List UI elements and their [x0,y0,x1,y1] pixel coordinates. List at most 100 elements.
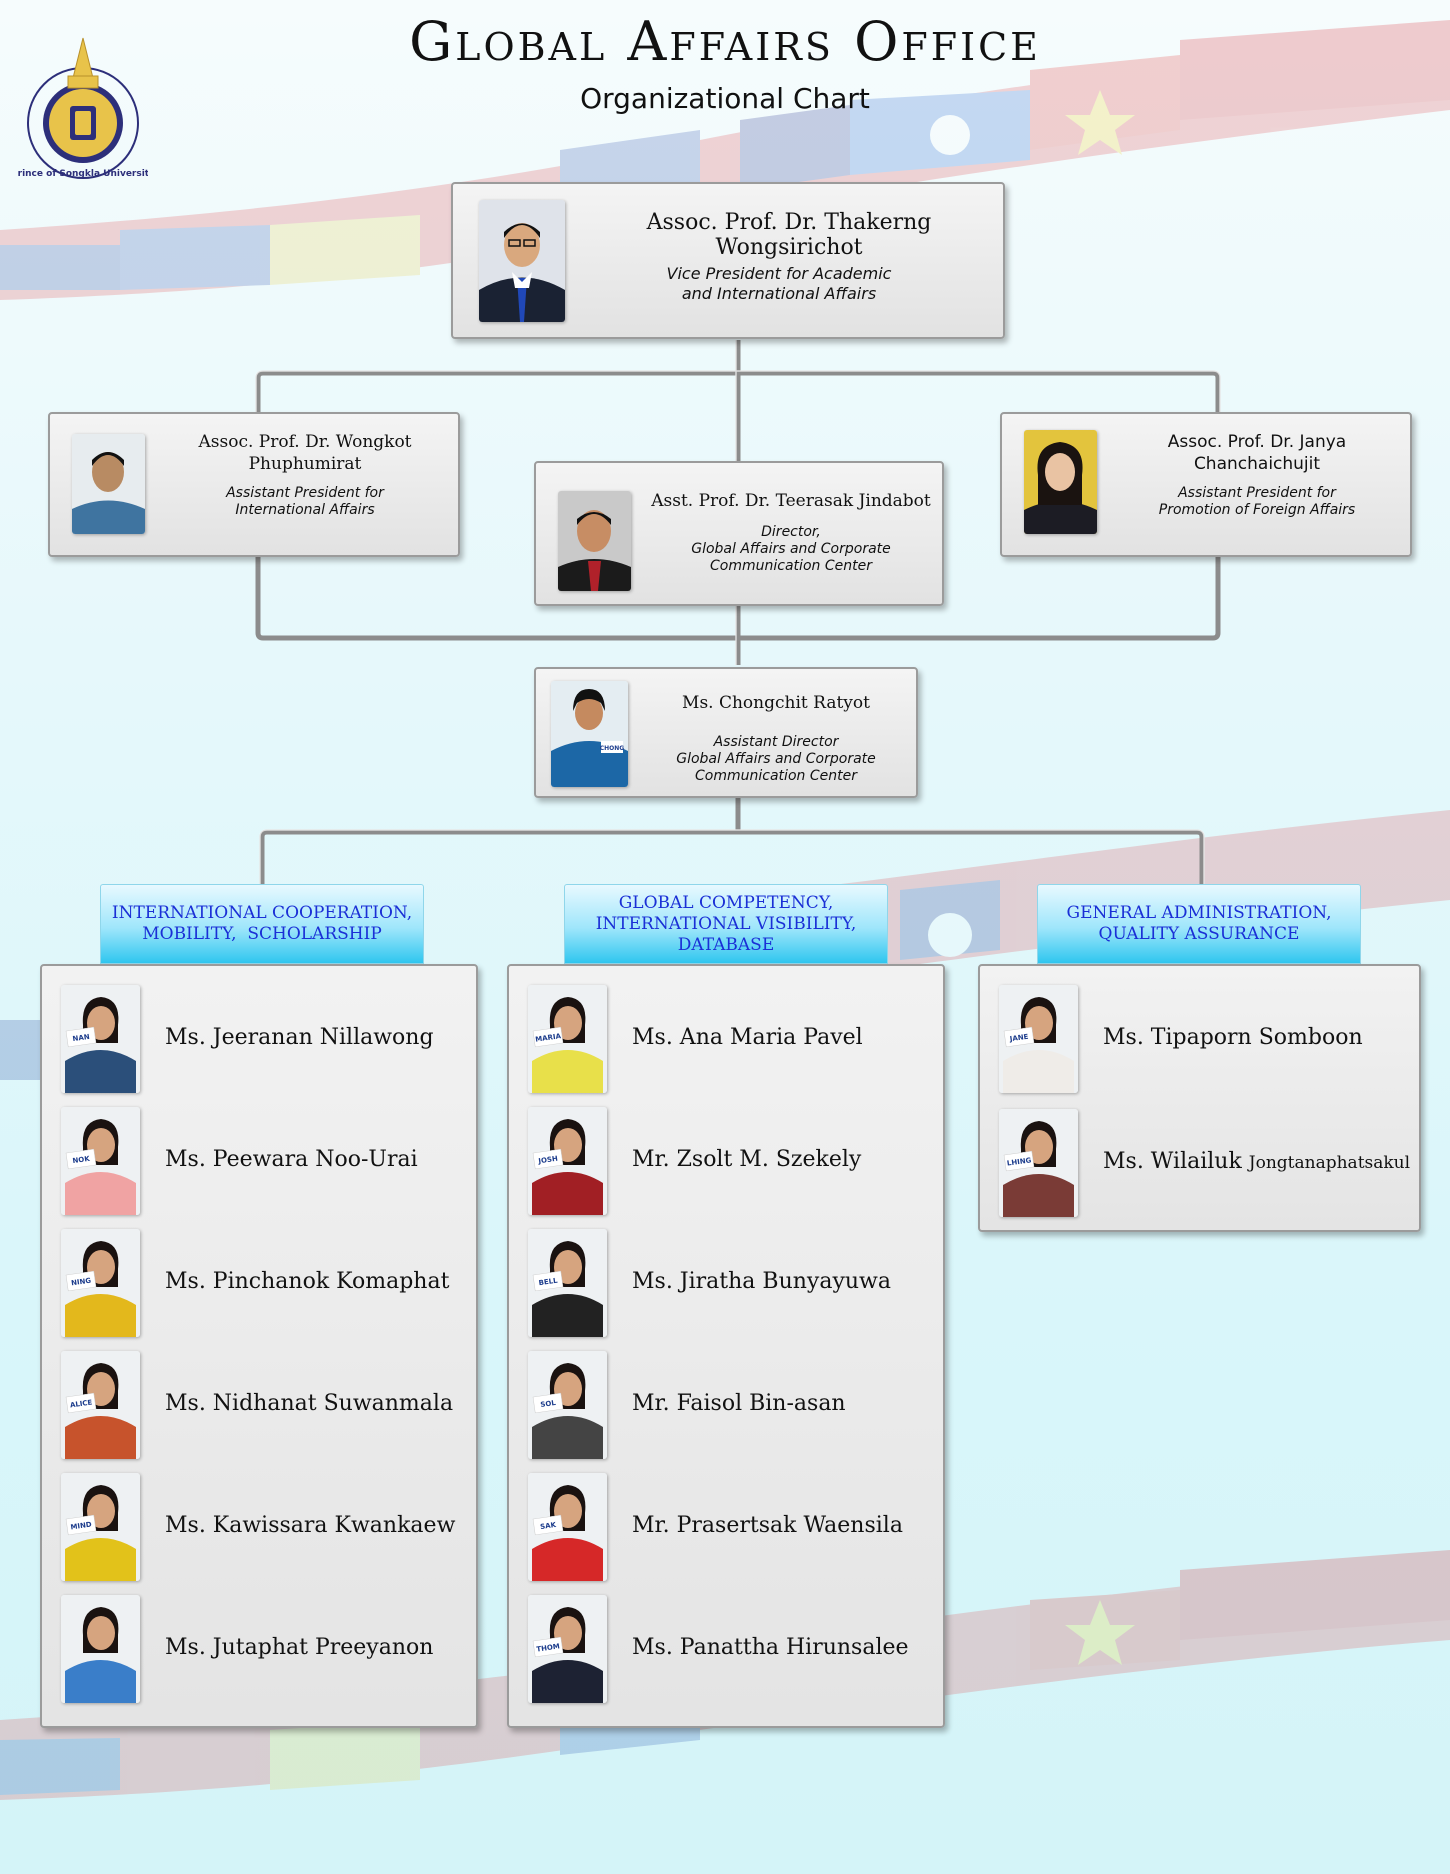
man-in-suit-icon [479,200,565,322]
staff-photo: THOM [528,1595,607,1703]
department-header-global-competency: GLOBAL COMPETENCY, INTERNATIONAL VISIBIL… [564,884,888,964]
director-role-3: Communication Center [710,558,872,574]
staff-name: Ms. Jiratha Bunyayuwa [632,1269,892,1294]
staff-name: Ms. Pinchanok Komaphat [165,1269,450,1294]
staff-portrait-icon: NAN [61,985,140,1093]
department-2-title-3: DATABASE [677,934,775,955]
staff-name: Ms. Nidhanat Suwanmala [165,1391,454,1416]
department-1-title-2: MOBILITY, SCHOLARSHIP [142,924,382,944]
staff-name: Mr. Faisol Bin-asan [632,1391,846,1416]
staff-photo: MARIA [528,985,607,1093]
staff-name: Ms. Wilailuk Jongtanaphatsakul [1103,1149,1410,1174]
staff-photo: JOSH [528,1107,607,1215]
staff-nametag: NING [71,1277,92,1288]
staff-portrait-icon: MARIA [528,985,607,1093]
assistant-president-card-right: Assoc. Prof. Dr. Janya Chanchaichujit As… [1000,412,1412,557]
assistant-president-left-photo [72,434,145,534]
staff-name-main: Ms. Wilailuk [1103,1149,1249,1174]
assistant-president-card-left: Assoc. Prof. Dr. Wongkot Phuphumirat Ass… [48,412,460,557]
assistant-president-right-name-1: Assoc. Prof. Dr. Janya [1167,432,1347,452]
staff-photo: SOL [528,1351,607,1459]
woman-with-nametag-icon: CHONG [551,681,628,787]
director-name: Asst. Prof. Dr. Teerasak Jindabot [651,491,931,511]
department-2-title-2: INTERNATIONAL VISIBILITY, [595,913,857,934]
assistant-president-right-role-1: Assistant President for [1178,485,1336,501]
staff-name: Mr. Prasertsak Waensila [632,1513,903,1538]
assistant-president-left-role-1: Assistant President for [226,485,384,501]
department-header-international-cooperation: INTERNATIONAL COOPERATION, MOBILITY, SCH… [100,884,424,964]
assistant-director-card: CHONG Ms. Chongchit Ratyot Assistant Dir… [534,667,918,798]
assistant-director-nametag: CHONG [600,745,625,752]
staff-photo: NAN [61,985,140,1093]
department-header-general-administration: GENERAL ADMINISTRATION, QUALITY ASSURANC… [1037,884,1361,964]
staff-photo: LHING [999,1109,1078,1217]
staff-name: Ms. Tipaporn Somboon [1103,1025,1363,1050]
staff-nametag: JANE [1008,1033,1029,1044]
assistant-president-left-name-1: Assoc. Prof. Dr. Wongkot [198,432,412,452]
staff-portrait-icon: LHING [999,1109,1078,1217]
director-card: Asst. Prof. Dr. Teerasak Jindabot Direct… [534,461,944,606]
staff-name: Ms. Jutaphat Preeyanon [165,1635,434,1660]
assistant-director-name: Ms. Chongchit Ratyot [682,693,870,713]
assistant-director-role-3: Communication Center [695,768,857,784]
staff-photo: MIND [61,1473,140,1581]
staff-portrait-icon: SOL [528,1351,607,1459]
staff-portrait-icon: ALICE [61,1351,140,1459]
staff-name: Mr. Zsolt M. Szekely [632,1147,862,1172]
staff-portrait-icon: NING [61,1229,140,1337]
vice-president-photo [479,200,565,322]
assistant-director-photo: CHONG [551,681,628,787]
staff-nametag: NAN [72,1033,90,1043]
staff-name: Ms. Ana Maria Pavel [632,1025,863,1050]
staff-nametag: JOSH [537,1155,559,1166]
assistant-president-left-name-2: Phuphumirat [248,454,362,474]
staff-nametag: MARIA [535,1032,562,1044]
director-role-2: Global Affairs and Corporate [691,541,891,557]
staff-nametag: MIND [70,1521,92,1532]
staff-name-surname: Jongtanaphatsakul [1248,1153,1411,1173]
department-2-title-1: GLOBAL COMPETENCY, [618,892,834,913]
staff-name: Ms. Kawissara Kwankaew [165,1513,456,1538]
vice-president-name: Assoc. Prof. Dr. Thakerng Wongsirichot [646,210,932,260]
assistant-president-right-name-2: Chanchaichujit [1193,454,1321,474]
page-subtitle: Organizational Chart [580,82,870,115]
staff-name: Ms. Jeeranan Nillawong [165,1025,434,1050]
staff-portrait-icon: JANE [999,985,1078,1093]
assistant-director-role-1: Assistant Director [713,734,839,750]
staff-photo: BELL [528,1229,607,1337]
man-casual-icon [72,434,145,534]
man-in-suit-icon [558,491,631,591]
assistant-president-right-role-2: Promotion of Foreign Affairs [1158,502,1356,518]
director-role-1: Director, [761,524,821,540]
staff-photo: ALICE [61,1351,140,1459]
assistant-president-left-role-2: International Affairs [235,502,375,518]
staff-portrait-icon: MIND [61,1473,140,1581]
staff-portrait-icon: THOM [528,1595,607,1703]
staff-nametag: NOK [72,1155,91,1165]
staff-photo [61,1595,140,1703]
woman-portrait-icon [1024,430,1097,534]
staff-portrait-icon: JOSH [528,1107,607,1215]
department-3-title-1: GENERAL ADMINISTRATION, [1066,903,1332,923]
university-seal-logo: Prince of Songkla University [18,37,148,179]
staff-portrait-icon: BELL [528,1229,607,1337]
staff-nametag: LHING [1006,1156,1032,1167]
logo-text: Prince of Songkla University [18,169,148,179]
staff-name: Ms. Panattha Hirunsalee [632,1635,909,1660]
director-photo [558,491,631,591]
vice-president-card: Assoc. Prof. Dr. Thakerng Wongsirichot V… [451,182,1005,339]
vice-president-role-1: Vice President for Academic [666,264,892,283]
staff-portrait-icon: NOK [61,1107,140,1215]
department-3-title-2: QUALITY ASSURANCE [1098,924,1300,944]
staff-nametag: THOM [536,1642,560,1653]
vice-president-role-2: and International Affairs [681,284,877,303]
staff-nametag: ALICE [69,1398,93,1409]
staff-photo: NOK [61,1107,140,1215]
staff-name: Ms. Peewara Noo-Urai [165,1147,418,1172]
staff-nametag: SOL [540,1399,557,1409]
staff-portrait-icon: SAK [528,1473,607,1581]
staff-nametag: BELL [538,1277,559,1288]
staff-photo: NING [61,1229,140,1337]
assistant-president-right-photo [1024,430,1097,534]
